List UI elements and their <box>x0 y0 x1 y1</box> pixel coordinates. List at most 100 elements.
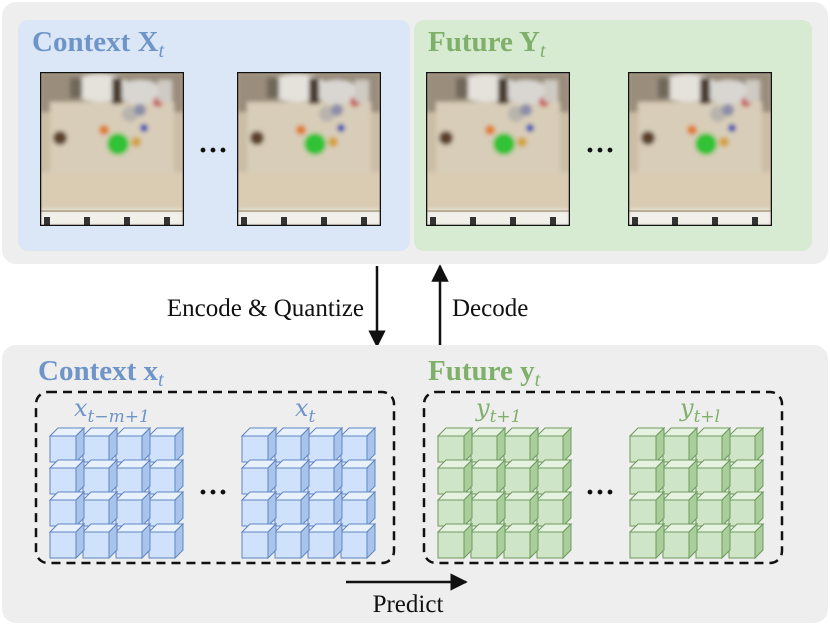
bottom-future-title-sub: t <box>535 369 541 391</box>
token-cube <box>629 459 665 495</box>
context-last-token-sub: t <box>309 407 316 427</box>
token-cube <box>115 523 151 559</box>
token-cube <box>307 427 343 463</box>
decode-label: Decode <box>452 295 528 322</box>
token-cube <box>503 427 539 463</box>
token-cube <box>536 459 572 495</box>
token-cube <box>629 427 665 463</box>
token-cube <box>470 491 506 527</box>
token-cube <box>629 523 665 559</box>
context-last-token-label: xt <box>295 394 316 427</box>
token-cube <box>437 491 473 527</box>
top-future-title-sub: t <box>540 40 546 62</box>
token-cube <box>437 427 473 463</box>
bottom-future-title: Future yt <box>428 355 541 391</box>
token-cube <box>536 427 572 463</box>
token-cube <box>307 491 343 527</box>
future-last-token-label: yt+l <box>679 394 720 427</box>
token-cube <box>148 523 184 559</box>
future-last-token-sub: t+l <box>694 407 721 427</box>
token-cube <box>241 523 277 559</box>
token-cube <box>82 491 118 527</box>
token-cube <box>241 427 277 463</box>
token-cube <box>49 523 85 559</box>
token-cube <box>115 491 151 527</box>
top-context-ellipsis: ··· <box>198 134 228 167</box>
token-cube <box>536 491 572 527</box>
token-cube <box>728 491 764 527</box>
future-grid-last <box>629 427 764 559</box>
token-cube <box>340 491 376 527</box>
context-grid-first <box>49 427 184 559</box>
token-cube <box>241 459 277 495</box>
context-grid-ellipsis: ··· <box>198 476 228 509</box>
token-cube <box>340 459 376 495</box>
context-first-token-sub: t−m+1 <box>88 407 150 427</box>
top-context-title-sub: t <box>158 40 164 62</box>
token-cube <box>49 491 85 527</box>
token-cube <box>695 523 731 559</box>
context-token-box <box>34 390 396 565</box>
token-cube <box>437 523 473 559</box>
bottom-context-title-sub: t <box>158 369 164 391</box>
future-frame-last <box>628 72 772 226</box>
token-cube <box>82 427 118 463</box>
future-grid-first <box>437 427 572 559</box>
future-first-token-label: yt+1 <box>475 394 521 427</box>
token-cube <box>307 459 343 495</box>
token-cube <box>470 459 506 495</box>
token-cube <box>49 459 85 495</box>
token-cube <box>536 523 572 559</box>
token-cube <box>695 459 731 495</box>
token-cube <box>148 491 184 527</box>
token-cube <box>241 491 277 527</box>
top-context-title: Context Xt <box>32 26 164 62</box>
future-grid-ellipsis: ··· <box>585 476 615 509</box>
token-cube <box>695 491 731 527</box>
top-future-title: Future Yt <box>428 26 546 62</box>
future-first-token-sub: t+1 <box>490 407 522 427</box>
token-cube <box>470 523 506 559</box>
token-cube <box>115 459 151 495</box>
context-frame-first <box>40 72 184 226</box>
token-cube <box>503 459 539 495</box>
predict-label: Predict <box>373 591 444 618</box>
future-last-token-main: y <box>679 394 694 422</box>
future-frame-first <box>426 72 570 226</box>
token-cube <box>728 523 764 559</box>
bottom-context-title: Context xt <box>38 355 164 391</box>
context-last-token-main: x <box>295 394 309 422</box>
token-cube <box>148 427 184 463</box>
token-cube <box>340 523 376 559</box>
token-cube <box>82 459 118 495</box>
token-cube <box>340 427 376 463</box>
token-cube <box>437 459 473 495</box>
bottom-panel-background <box>2 345 828 623</box>
bottom-context-title-main: Context x <box>38 355 159 387</box>
token-cube <box>148 459 184 495</box>
bottom-future-title-main: Future y <box>428 355 535 387</box>
token-cube <box>274 459 310 495</box>
future-first-token-main: y <box>475 394 490 422</box>
context-first-token-label: xt−m+1 <box>74 394 150 427</box>
token-cube <box>662 491 698 527</box>
top-future-title-main: Future Y <box>428 26 540 58</box>
token-cube <box>49 427 85 463</box>
top-future-ellipsis: ··· <box>585 134 615 167</box>
token-cube <box>662 427 698 463</box>
top-context-title-main: Context X <box>32 26 159 58</box>
encode-label: Encode & Quantize <box>167 295 364 322</box>
token-cube <box>82 523 118 559</box>
token-cube <box>662 459 698 495</box>
context-frame-last <box>237 72 381 226</box>
context-first-token-main: x <box>74 394 88 422</box>
token-cube <box>662 523 698 559</box>
token-cube <box>728 427 764 463</box>
token-cube <box>695 427 731 463</box>
context-grid-last <box>241 427 376 559</box>
token-cube <box>274 491 310 527</box>
token-cube <box>274 523 310 559</box>
token-cube <box>629 491 665 527</box>
future-token-box <box>422 390 784 565</box>
